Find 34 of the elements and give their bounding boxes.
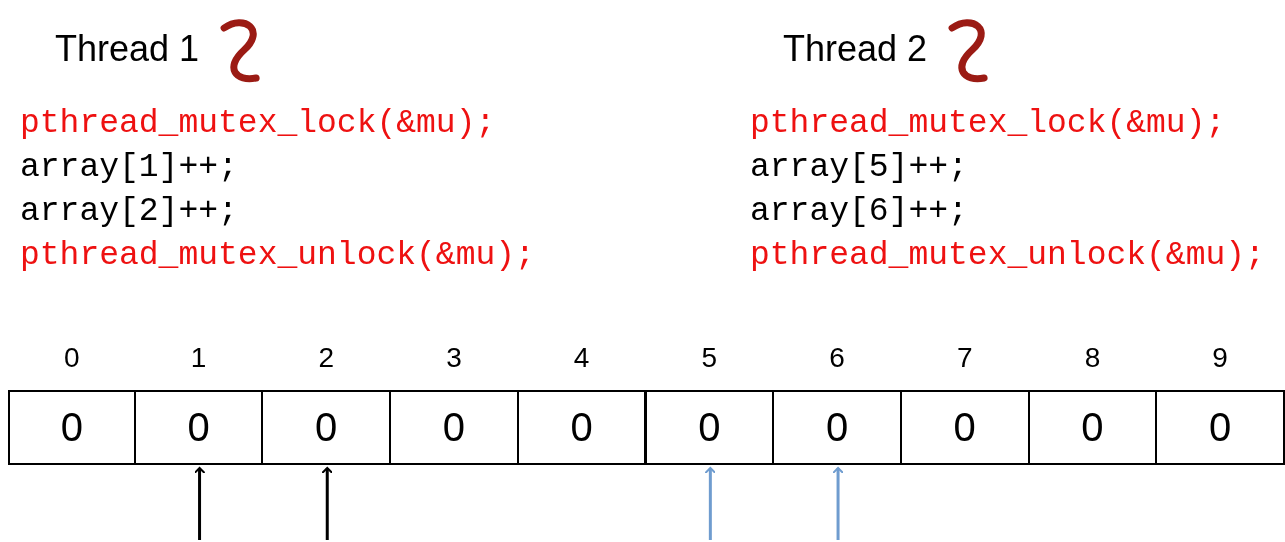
index-number: 8 bbox=[1083, 342, 1102, 374]
index-number: 9 bbox=[1211, 342, 1229, 374]
cell-value: 0 bbox=[187, 405, 210, 450]
cell-value: 0 bbox=[442, 405, 466, 450]
cell-value: 0 bbox=[1081, 405, 1104, 450]
index-number: 2 bbox=[317, 342, 335, 374]
cell-value: 0 bbox=[60, 405, 83, 450]
index-number: 6 bbox=[828, 342, 846, 374]
cell-value: 0 bbox=[315, 405, 338, 450]
index-number: 0 bbox=[63, 342, 81, 374]
code-line: array[2]++; bbox=[20, 192, 238, 232]
index-number: 5 bbox=[700, 342, 719, 374]
index-number: 1 bbox=[189, 342, 208, 374]
code-line: array[6]++; bbox=[750, 192, 968, 232]
cell-value: 0 bbox=[1209, 405, 1232, 450]
arrow bbox=[193, 467, 206, 540]
index-number: 3 bbox=[445, 342, 463, 374]
code-line: array[5]++; bbox=[750, 148, 968, 188]
code-line: pthread_mutex_unlock(&mu); bbox=[750, 236, 1265, 276]
thread-heading: Thread 1 bbox=[55, 28, 200, 70]
arrow bbox=[832, 467, 845, 540]
cell-value: 0 bbox=[953, 405, 976, 450]
code-line: pthread_mutex_lock(&mu); bbox=[750, 104, 1226, 144]
code-line: pthread_mutex_lock(&mu); bbox=[20, 104, 496, 144]
arrow bbox=[704, 467, 717, 540]
index-number: 4 bbox=[572, 342, 591, 374]
cell-value: 0 bbox=[698, 405, 721, 450]
cell-value: 0 bbox=[825, 405, 849, 450]
index-number: 7 bbox=[955, 342, 974, 374]
code-line: pthread_mutex_unlock(&mu); bbox=[20, 236, 535, 276]
cell-value: 0 bbox=[570, 405, 593, 450]
thread-heading: Thread 2 bbox=[783, 28, 928, 70]
code-line: array[1]++; bbox=[20, 148, 238, 188]
arrow bbox=[321, 467, 334, 540]
